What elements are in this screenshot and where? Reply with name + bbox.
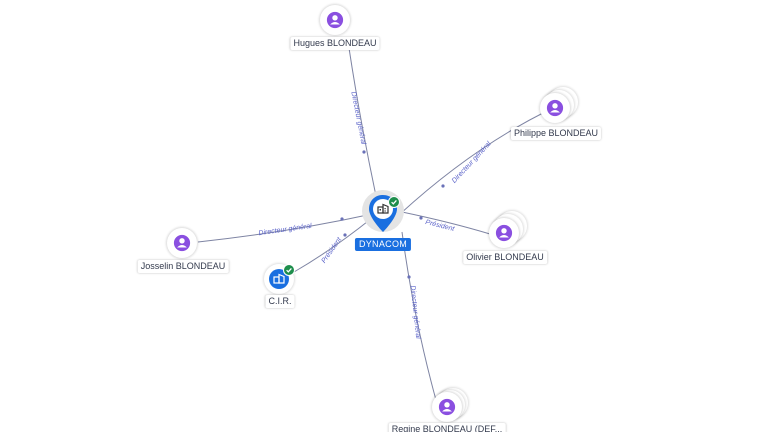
node-dynacom[interactable] <box>360 190 408 252</box>
node-circle <box>167 228 197 258</box>
edge-josselin-dynacom <box>197 213 373 243</box>
verified-check-icon <box>283 264 295 276</box>
node-label-cir: C.I.R. <box>265 295 295 308</box>
node-josselin[interactable] <box>166 227 198 259</box>
edge-arrow <box>362 150 366 154</box>
node-circle <box>540 93 570 123</box>
person-icon <box>495 224 513 242</box>
edge-cir-dynacom <box>293 217 373 273</box>
node-philippe[interactable] <box>538 86 582 126</box>
edge-label-olivier: Président <box>425 219 456 233</box>
edge-arrow <box>343 233 347 237</box>
edge-label-regine: Directeur général <box>409 285 422 340</box>
node-circle <box>320 5 350 35</box>
person-icon <box>326 11 344 29</box>
verified-check-icon <box>388 196 400 208</box>
node-hugues[interactable] <box>319 4 351 36</box>
node-olivier[interactable] <box>487 210 531 250</box>
edge-arrow <box>419 216 423 220</box>
edge-arrow <box>340 217 344 221</box>
edge-label-josselin: Directeur général <box>258 223 313 237</box>
node-label-dynacom: DYNACOM <box>354 238 412 251</box>
edge-olivier-dynacom <box>401 211 491 235</box>
edge-label-hugues: Directeur général <box>349 91 366 145</box>
person-icon <box>173 234 191 252</box>
edge-hugues-dynacom <box>348 47 377 197</box>
edge-label-cir: Président <box>320 236 343 265</box>
node-label-regine: Regine BLONDEAU (DEF... <box>388 423 506 432</box>
edge-arrow <box>441 184 445 188</box>
edge-philippe-dynacom <box>399 112 544 215</box>
node-cir[interactable] <box>262 262 298 296</box>
node-circle <box>432 392 462 422</box>
node-label-philippe: Philippe BLONDEAU <box>510 127 602 140</box>
building-icon <box>273 273 285 284</box>
node-label-olivier: Olivier BLONDEAU <box>463 251 547 264</box>
edge-arrow <box>407 275 411 279</box>
building-icon <box>377 203 389 214</box>
edge-label-philippe: Directeur général <box>451 140 493 184</box>
node-label-hugues: Hugues BLONDEAU <box>290 37 380 50</box>
node-regine[interactable] <box>430 386 474 426</box>
edge-regine-dynacom <box>401 231 437 401</box>
node-circle <box>489 218 519 248</box>
person-icon <box>438 398 456 416</box>
node-label-josselin: Josselin BLONDEAU <box>137 260 229 273</box>
person-icon <box>546 99 564 117</box>
